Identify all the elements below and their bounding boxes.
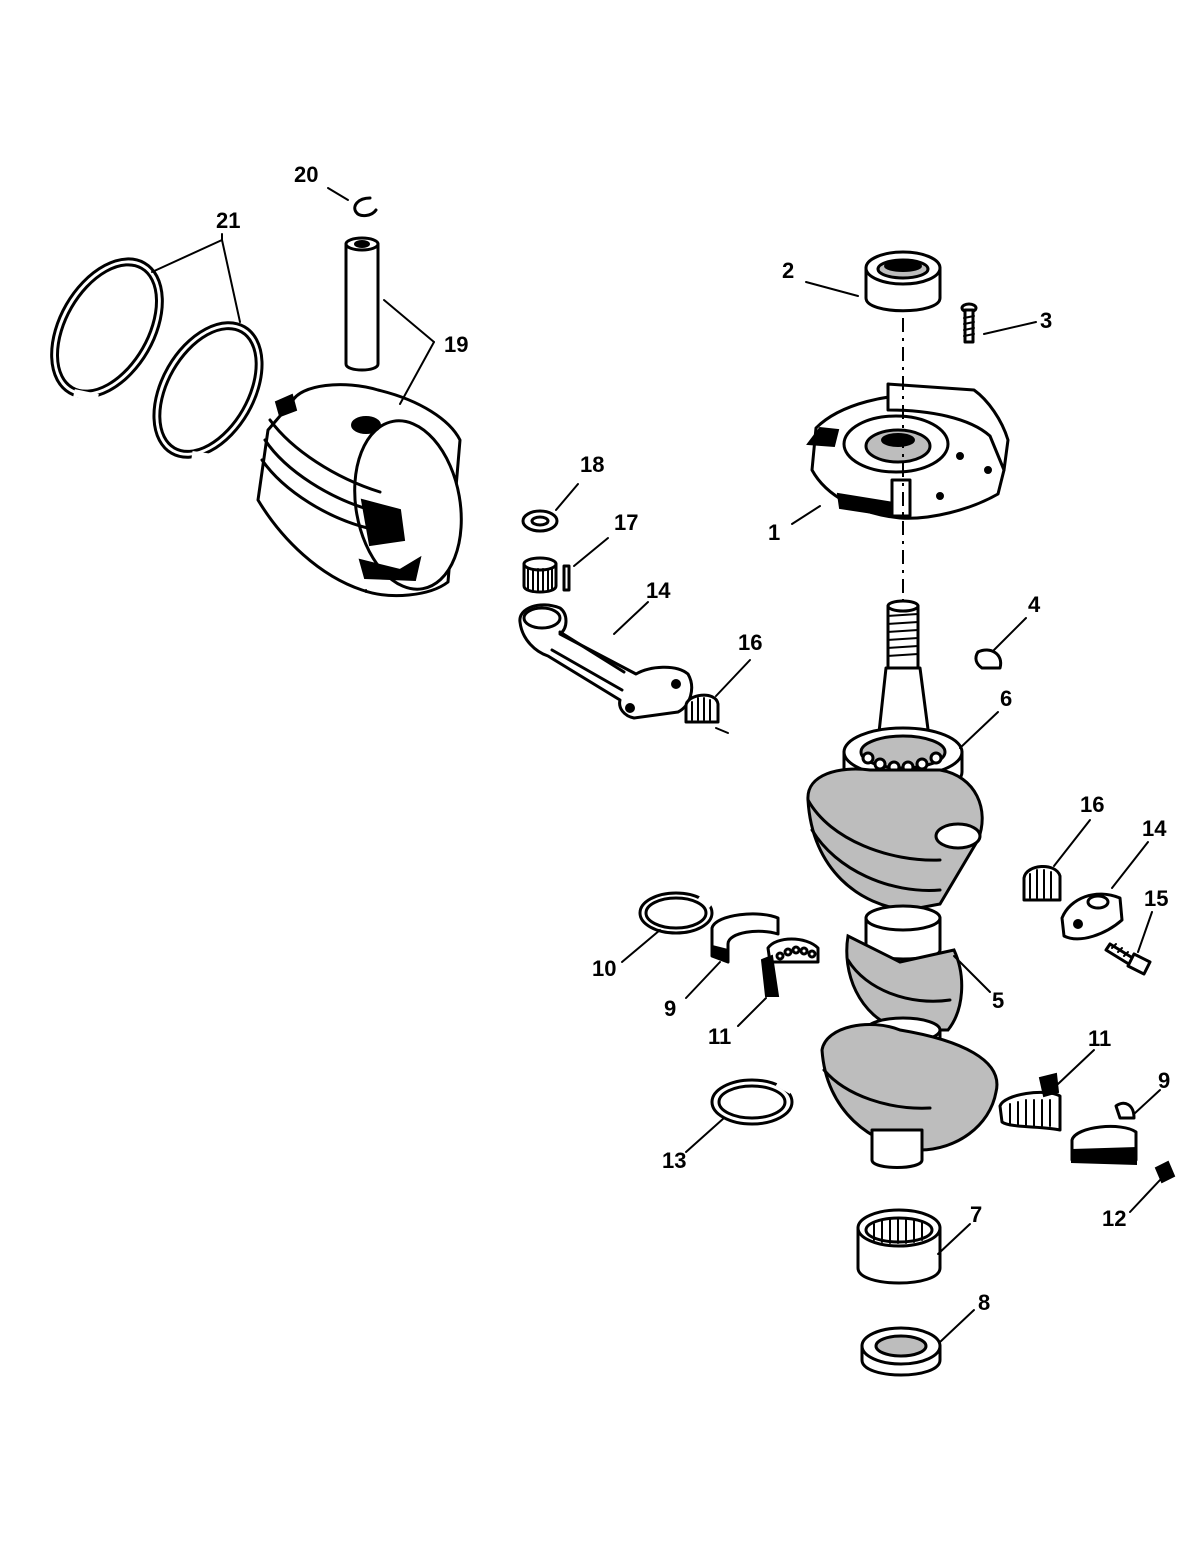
connecting-rod — [518, 603, 694, 720]
callout-14-cap: 14 — [1142, 816, 1167, 841]
bearing-race-half-right — [1070, 1101, 1138, 1166]
callout-20: 20 — [294, 162, 318, 187]
lower-roller-bearing — [856, 1208, 942, 1285]
callout-19: 19 — [444, 332, 468, 357]
callout-3: 3 — [1040, 308, 1052, 333]
callout-17: 17 — [614, 510, 638, 535]
retaining-ring-lower — [710, 1078, 795, 1126]
callout-21: 21 — [216, 208, 240, 233]
crankshaft — [806, 599, 999, 1169]
screw — [960, 302, 978, 344]
rod-cap — [1060, 892, 1124, 941]
callout-labels: 20 21 19 2 3 18 17 1 14 16 4 6 16 14 15 … — [216, 162, 1170, 1315]
callout-12: 12 — [1102, 1206, 1126, 1231]
callout-10: 10 — [592, 956, 616, 981]
woodruff-key — [974, 648, 1003, 670]
callout-9-left: 9 — [664, 996, 676, 1021]
end-cap — [806, 382, 1010, 520]
callout-14-rod: 14 — [646, 578, 671, 603]
rod-bearing-cage-upper — [684, 693, 729, 734]
needle-rollers — [775, 945, 817, 961]
leader-lines — [151, 187, 1161, 1343]
bearing-race-half-left — [710, 912, 780, 964]
callout-7: 7 — [970, 1202, 982, 1227]
callout-16-upper: 16 — [738, 630, 762, 655]
callout-8: 8 — [978, 1290, 990, 1315]
rod-cap-bolt — [1104, 942, 1152, 976]
callout-11-right: 11 — [1088, 1026, 1111, 1051]
rod-bearing-cage-right — [1022, 865, 1062, 902]
callout-11-left: 11 — [708, 1024, 731, 1049]
callout-13: 13 — [662, 1148, 686, 1173]
callout-18: 18 — [580, 452, 604, 477]
callout-4: 4 — [1028, 592, 1041, 617]
set-screw — [1154, 1160, 1176, 1184]
piston — [256, 383, 463, 598]
wrist-pin-needle-bearing — [522, 556, 571, 594]
callout-15: 15 — [1144, 886, 1168, 911]
lower-oil-seal — [860, 1326, 942, 1377]
piston-rings — [50, 257, 264, 462]
upper-oil-seal — [864, 250, 942, 313]
callout-6: 6 — [1000, 686, 1012, 711]
callout-2: 2 — [782, 258, 794, 283]
wrist-pin — [344, 236, 380, 372]
callout-1: 1 — [768, 520, 780, 545]
retaining-ring-upper — [638, 891, 715, 935]
needle-bearing-half-left — [760, 937, 820, 997]
callout-5: 5 — [992, 988, 1004, 1013]
thrust-washer — [521, 509, 559, 533]
needle-bearing-half-right — [998, 1072, 1062, 1132]
callout-16-right: 16 — [1080, 792, 1104, 817]
callout-9-right: 9 — [1158, 1068, 1170, 1093]
retainer-clip — [353, 196, 378, 218]
